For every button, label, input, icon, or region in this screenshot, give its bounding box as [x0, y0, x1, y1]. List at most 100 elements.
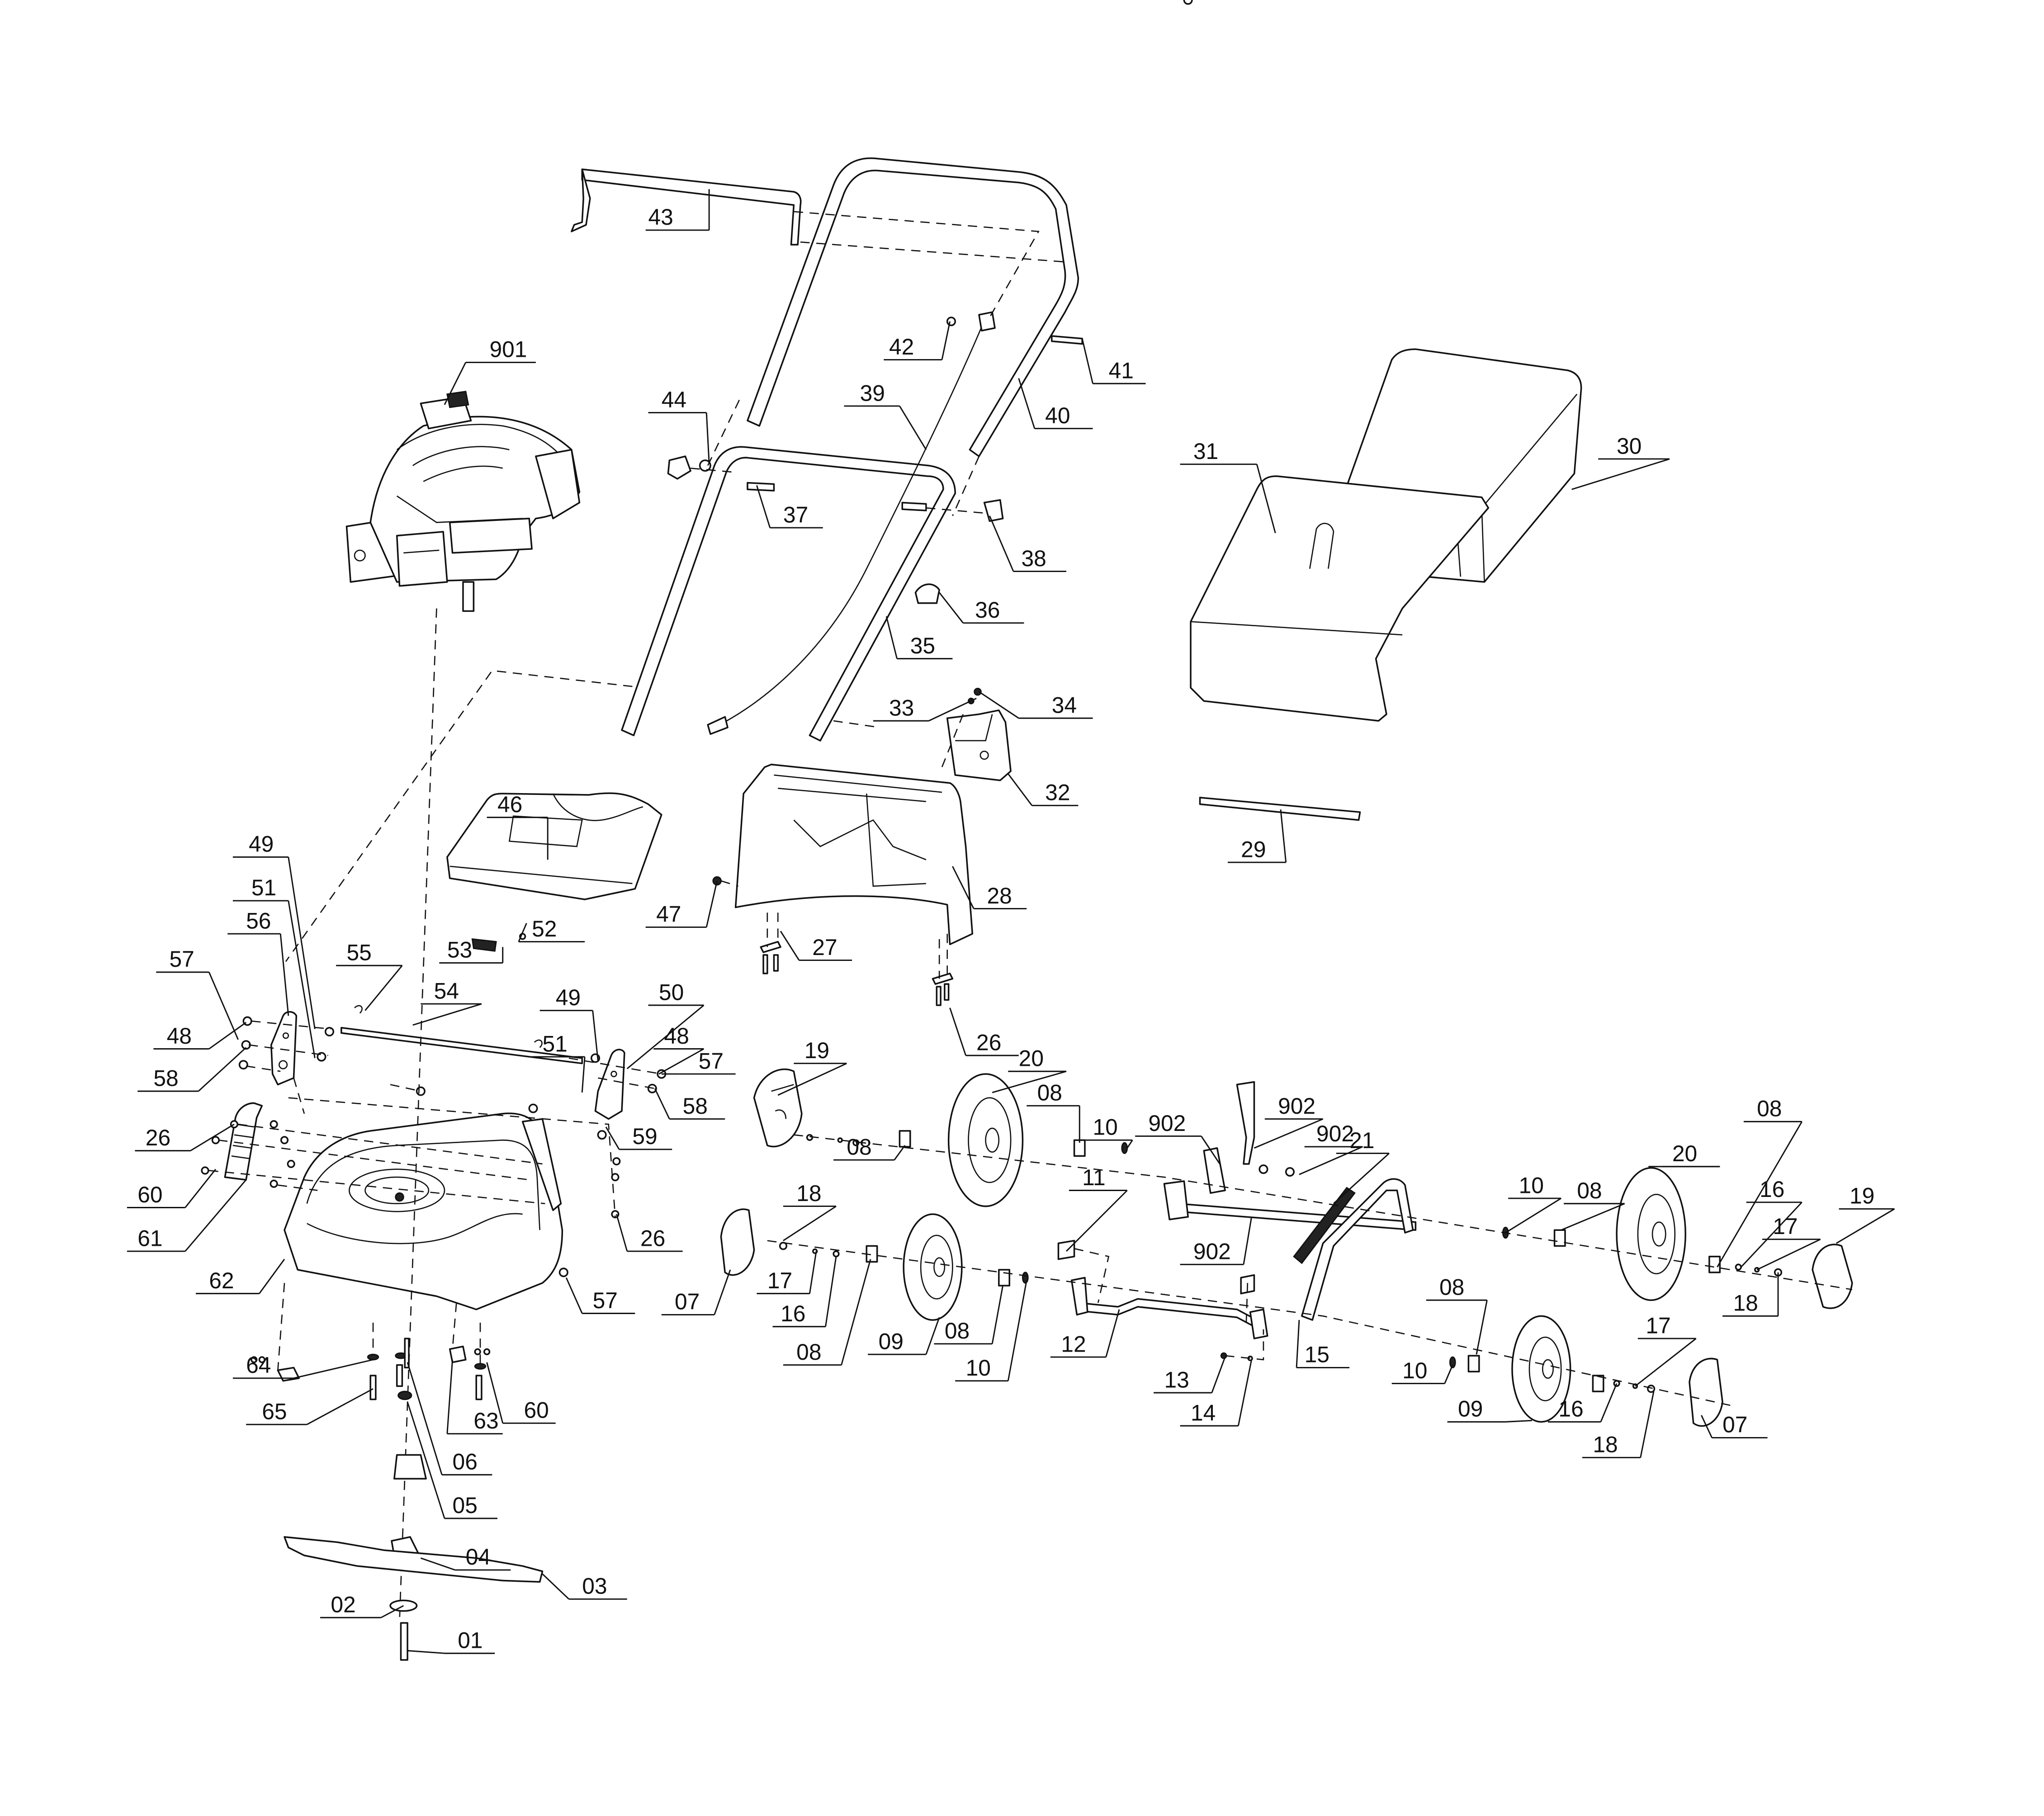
- callout-42: 42: [884, 321, 951, 361]
- part-number-label: 43: [648, 204, 673, 230]
- callout-902: 902: [1135, 1111, 1221, 1164]
- callout-47: 47: [645, 880, 718, 928]
- callout-58: 58: [654, 1088, 725, 1120]
- height-adjust-rail-61: [224, 1102, 263, 1181]
- callout-60: 60: [127, 1168, 217, 1208]
- part-number-label: 15: [1305, 1342, 1330, 1367]
- callout-62: 62: [195, 1258, 285, 1295]
- callout-leader-line: [1280, 809, 1287, 863]
- callout-leader-line: [1018, 378, 1036, 429]
- engine-shaft-axis: [399, 608, 437, 1621]
- wheel-cap-19-right: [1812, 1244, 1853, 1309]
- callout-08: 08: [1027, 1080, 1080, 1143]
- callout-902: 902: [1299, 1121, 1363, 1175]
- callout-leader-line: [1065, 1190, 1128, 1252]
- part-number-label: 901: [489, 337, 527, 362]
- callout-50: 50: [626, 979, 705, 1069]
- callout-leader-line: [991, 1285, 1004, 1344]
- callout-51: 51: [232, 875, 316, 1059]
- callout-14: 14: [1180, 1359, 1253, 1427]
- callout-60: 60: [486, 1362, 556, 1424]
- callout-04: 04: [420, 1544, 511, 1571]
- part-number-label: 07: [675, 1289, 700, 1315]
- part-number-label: 60: [524, 1398, 549, 1423]
- callout-leader-line: [899, 406, 927, 450]
- callout-leader-line: [288, 857, 316, 1029]
- callout-35: 35: [885, 616, 953, 660]
- part-number-label: 13: [1164, 1367, 1189, 1392]
- callout-leader-line: [1007, 1280, 1027, 1381]
- part-number-label: 38: [1022, 546, 1046, 571]
- callout-leader-line: [1254, 1118, 1324, 1149]
- part-number-label: 48: [167, 1023, 192, 1049]
- callout-leader-line: [486, 1362, 504, 1423]
- callout-31: 31: [1180, 439, 1276, 534]
- callout-leader-line: [605, 1126, 620, 1150]
- callout-30: 30: [1571, 433, 1670, 490]
- engine-901: [345, 391, 581, 612]
- callout-leader-line: [364, 965, 403, 1011]
- callout-26: 26: [135, 1123, 235, 1152]
- callout-leader-line: [190, 1123, 235, 1151]
- callout-leader-line: [1333, 1153, 1390, 1204]
- callout-leader-line: [1126, 1140, 1133, 1149]
- part-number-label: 49: [556, 985, 581, 1010]
- part-number-label: 59: [632, 1124, 657, 1149]
- callout-57: 57: [156, 946, 239, 1040]
- part-number-label: 26: [976, 1030, 1001, 1055]
- part-number-label: 07: [1722, 1412, 1747, 1438]
- callout-39: 39: [844, 380, 927, 450]
- callout-08: 08: [1561, 1178, 1625, 1231]
- callout-leader-line: [979, 691, 1019, 719]
- callout-26: 26: [949, 1007, 1019, 1056]
- callout-16: 16: [772, 1256, 837, 1328]
- wheel-cap-07-left: [720, 1208, 755, 1276]
- callout-16: 16: [1547, 1383, 1618, 1423]
- callout-19: 19: [777, 1038, 847, 1096]
- callout-07: 07: [661, 1269, 731, 1315]
- part-number-label: 32: [1045, 780, 1070, 805]
- callout-leader-line: [928, 698, 977, 722]
- callout-leader-line: [1081, 338, 1093, 384]
- callout-08: 08: [833, 1135, 906, 1161]
- callout-901: 901: [444, 337, 536, 405]
- front-axle-12: [1057, 1239, 1268, 1362]
- callout-leader-line: [1740, 1201, 1803, 1268]
- part-number-label: 18: [1593, 1432, 1618, 1457]
- part-number-label: 03: [582, 1574, 607, 1599]
- callout-58: 58: [137, 1047, 247, 1092]
- callout-21: 21: [1333, 1128, 1390, 1204]
- callout-17: 17: [1756, 1214, 1821, 1271]
- bail-lever-43: [571, 168, 802, 246]
- callout-leader-line: [293, 1359, 374, 1379]
- callout-leader-line: [208, 972, 239, 1040]
- part-number-label: 10: [1519, 1173, 1544, 1198]
- callout-leader-line: [380, 1605, 404, 1618]
- callout-12: 12: [1050, 1309, 1120, 1358]
- callout-leader-line: [925, 1317, 940, 1355]
- wheel-axis-guide-lines: [767, 1134, 1853, 1407]
- callout-10: 10: [955, 1280, 1027, 1382]
- callout-08: 08: [934, 1285, 1004, 1345]
- callout-leader-line: [1640, 1391, 1655, 1458]
- catcher-frame-31: [1183, 0, 1490, 722]
- callout-16: 16: [1740, 1177, 1803, 1268]
- callout-leader-line: [208, 1022, 247, 1050]
- part-number-label: 19: [1850, 1183, 1874, 1209]
- callout-34: 34: [979, 691, 1093, 719]
- callout-leader-line: [198, 1047, 247, 1092]
- blade-assembly: [284, 1338, 544, 1661]
- part-number-label: 09: [1458, 1396, 1483, 1422]
- callout-17: 17: [1635, 1313, 1697, 1387]
- callout-08: 08: [1717, 1096, 1803, 1267]
- part-number-label: 29: [1241, 837, 1266, 862]
- handle-assembly-guide-lines: [285, 211, 1065, 962]
- callout-leader-line: [1505, 1419, 1532, 1423]
- part-number-label: 51: [542, 1031, 567, 1056]
- part-number-label: 11: [1082, 1165, 1106, 1190]
- callout-leader-line: [307, 1388, 374, 1425]
- part-number-label: 56: [246, 908, 271, 933]
- callout-leader-line: [841, 1259, 871, 1365]
- part-number-label: 16: [781, 1301, 805, 1326]
- callout-08: 08: [783, 1259, 871, 1366]
